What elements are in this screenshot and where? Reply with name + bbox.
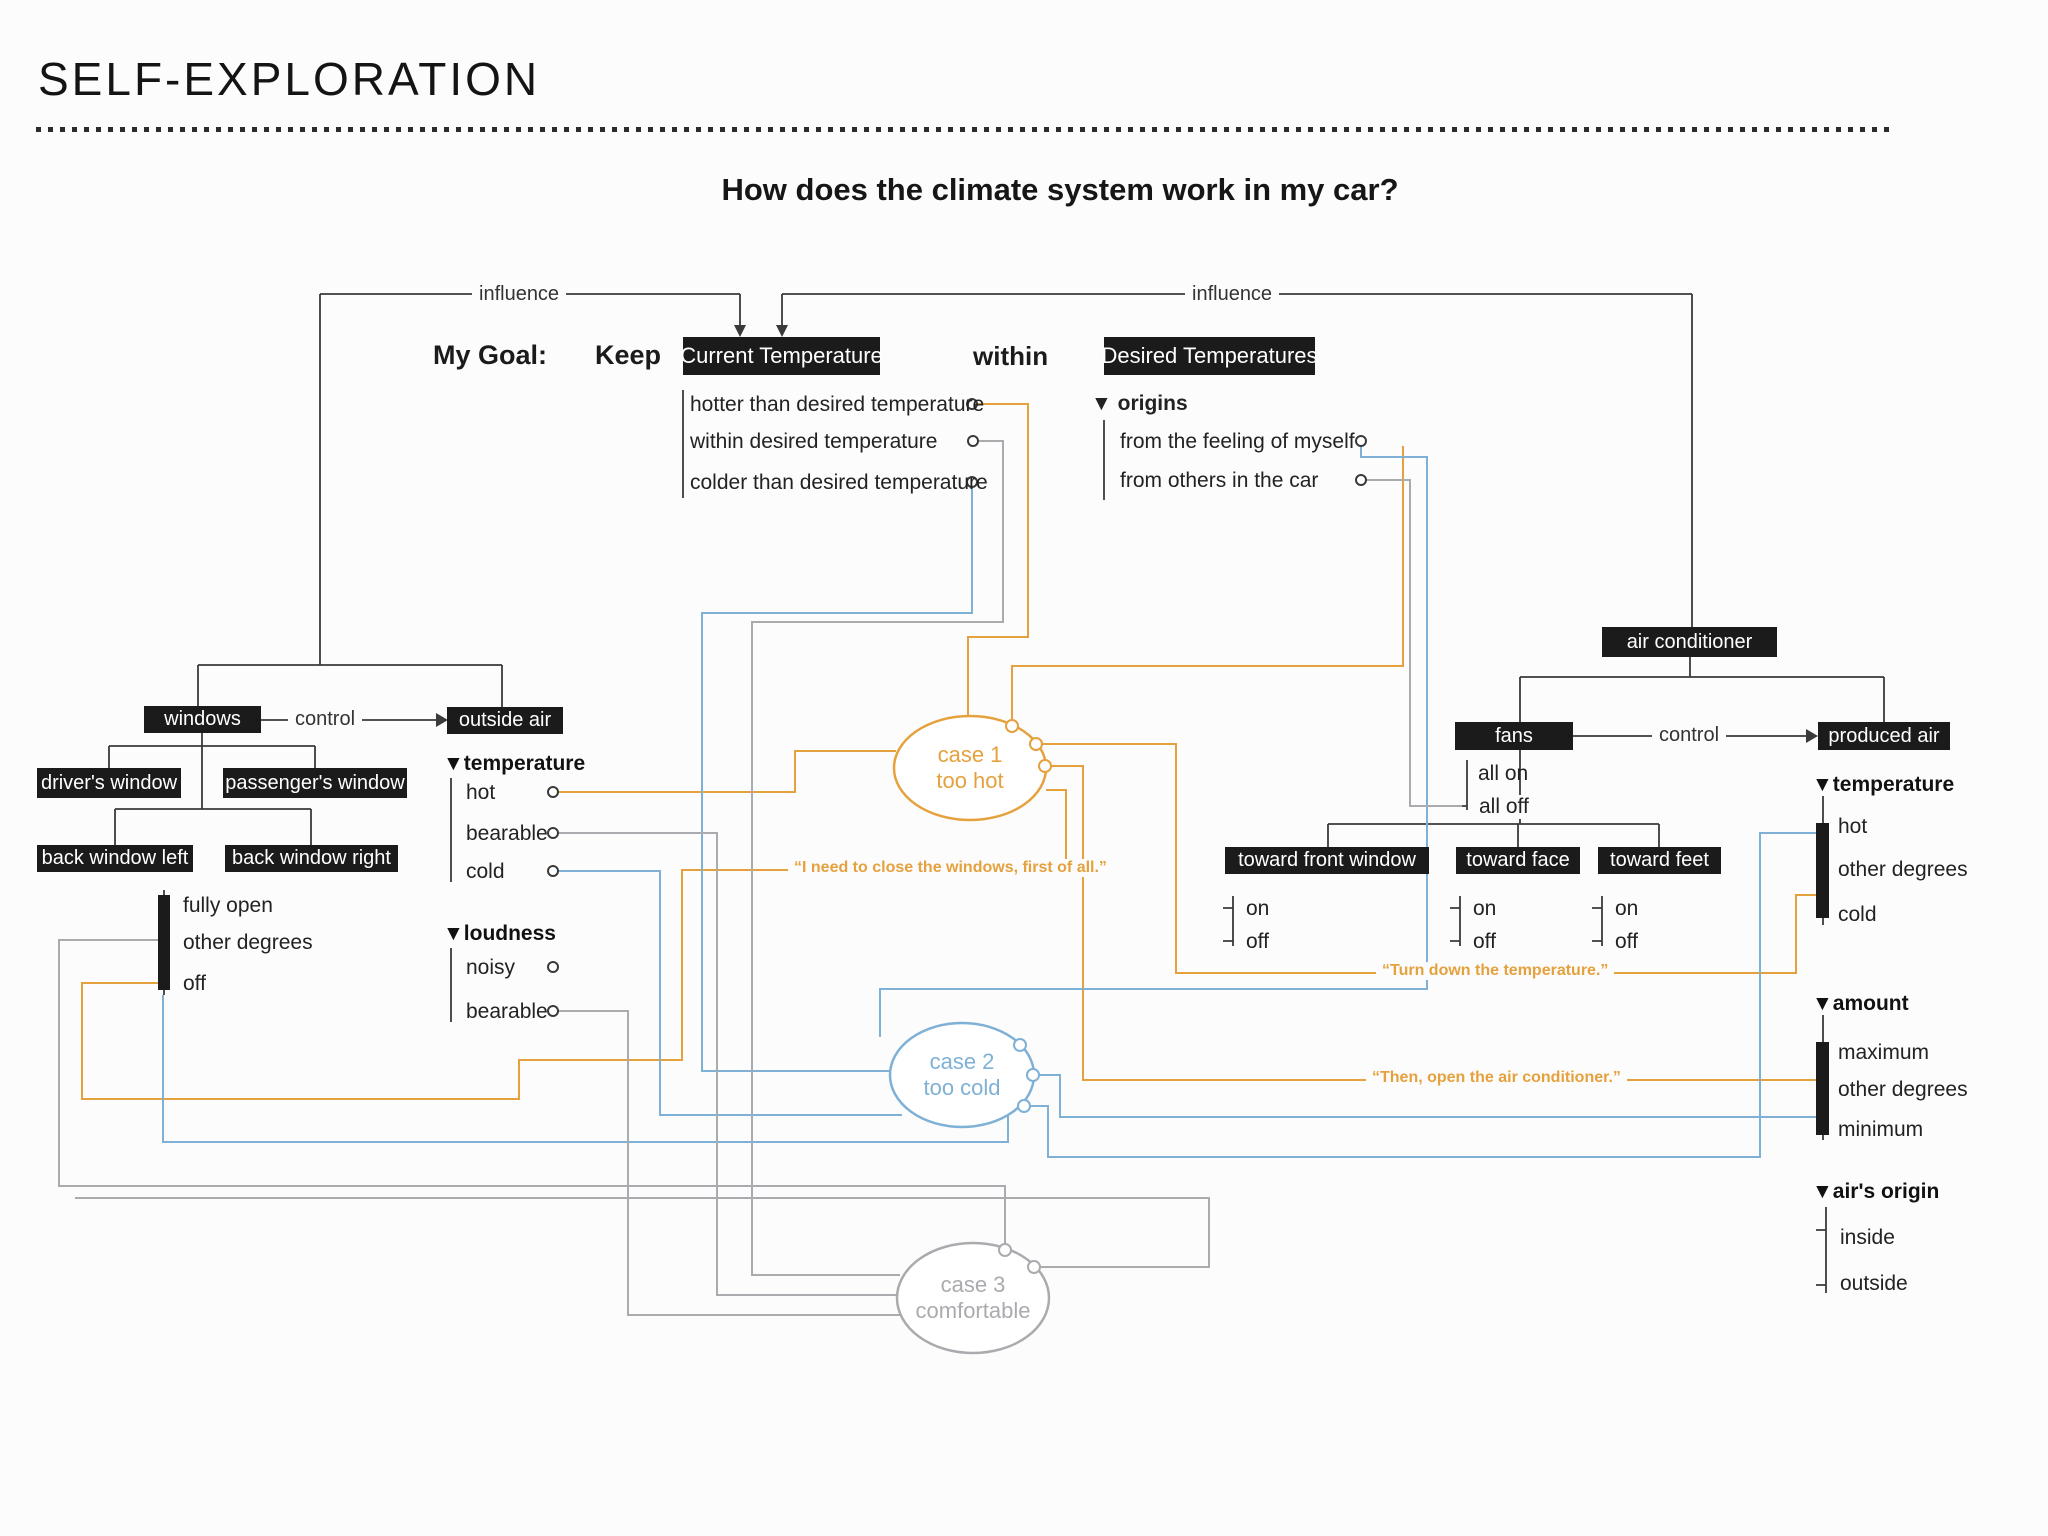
influence-label-right: influence (1185, 283, 1280, 306)
node-produced-air: produced air (1818, 722, 1950, 750)
node-toward-face: toward face (1456, 847, 1580, 874)
fans-all-on: all on (1478, 762, 1529, 785)
produced-amount-max: maximum (1838, 1041, 1930, 1064)
produced-temp-header: ▼temperature (1812, 773, 1955, 796)
case2-sub: too cold (923, 1075, 1001, 1100)
produced-amount-other: other degrees (1838, 1078, 1968, 1101)
node-toward-front-window: toward front window (1225, 847, 1429, 874)
outside-temp-hot: hot (466, 781, 496, 804)
port-dots (547, 398, 1367, 1274)
window-state-off: off (183, 972, 206, 995)
arrow-down-icon (776, 325, 788, 337)
node-fans: fans (1455, 722, 1573, 750)
quote-open-ac: “Then, open the air conditioner.” (1366, 1069, 1627, 1087)
goal-prefix: My Goal: (433, 340, 548, 370)
case3-title: case 3 (940, 1272, 1006, 1297)
arrow-right-icon (436, 713, 448, 727)
origin-others: from others in the car (1120, 469, 1319, 492)
control-label-windows: control (288, 708, 363, 731)
dotted-divider (36, 127, 1890, 132)
node-current-temperature: Current Temperature (680, 337, 883, 375)
current-state-colder: colder than desired temperature (690, 471, 988, 494)
produced-amount-bar (1816, 1042, 1829, 1135)
face-on: on (1473, 897, 1497, 920)
node-back-window-right: back window right (225, 845, 398, 872)
case2-label: case 2 too cold (923, 1049, 1000, 1101)
case3-ellipse (895, 1241, 1051, 1355)
case1-title: case 1 (937, 742, 1003, 767)
outside-temp-bearable: bearable (466, 822, 548, 845)
influence-label-left: influence (472, 283, 567, 306)
outside-temp-cold: cold (466, 860, 505, 883)
outside-loud-noisy: noisy (466, 956, 516, 979)
produced-origin-header: ▼air's origin (1812, 1180, 1940, 1203)
front-window-off: off (1246, 930, 1269, 953)
produced-origin-inside: inside (1840, 1226, 1895, 1249)
window-state-other-degrees: other degrees (183, 931, 313, 954)
outside-loud-header: ▼loudness (443, 922, 556, 945)
page-title: SELF-EXPLORATION (38, 53, 541, 105)
quote-turn-down: “Turn down the temperature.” (1376, 962, 1615, 980)
face-off: off (1473, 930, 1496, 953)
control-label-fans: control (1652, 724, 1727, 747)
produced-amount-header: ▼amount (1812, 992, 1909, 1015)
case3-lines (58, 440, 1462, 1316)
outside-loud-bearable: bearable (466, 1000, 548, 1023)
produced-amount-min: minimum (1838, 1118, 1924, 1141)
arrow-right-icon (1806, 729, 1818, 743)
diagram-question: How does the climate system work in my c… (721, 172, 1399, 207)
current-state-within: within desired temperature (690, 430, 938, 453)
produced-temp-hot: hot (1838, 815, 1868, 838)
node-windows: windows (144, 706, 261, 733)
goal-within: within (973, 341, 1049, 371)
case3-label: case 3 comfortable (916, 1272, 1031, 1324)
node-passengers-window: passenger's window (223, 768, 407, 798)
outside-temp-header: ▼temperature (443, 752, 586, 775)
current-state-hotter: hotter than desired temperature (690, 393, 985, 416)
node-toward-feet: toward feet (1598, 847, 1721, 874)
case3-sub: comfortable (915, 1298, 1031, 1323)
produced-origin-outside: outside (1840, 1272, 1908, 1295)
node-air-conditioner: air conditioner (1602, 627, 1777, 657)
node-back-window-left: back window left (37, 845, 193, 872)
case2-lines (162, 446, 1816, 1158)
produced-temp-other: other degrees (1838, 858, 1968, 881)
front-window-on: on (1246, 897, 1270, 920)
origins-header: ▼ origins (1091, 392, 1188, 415)
goal-keep: Keep (595, 340, 662, 370)
case2-title: case 2 (929, 1049, 995, 1074)
quote-close-windows: “I need to close the windows, first of a… (788, 859, 1113, 877)
produced-temp-cold: cold (1838, 903, 1877, 926)
window-state-bar (158, 895, 170, 990)
fans-all-off: all off (1472, 795, 1536, 819)
case1-label: case 1 too hot (936, 742, 1003, 794)
node-drivers-window: driver's window (37, 768, 181, 798)
feet-off: off (1615, 930, 1638, 953)
node-outside-air: outside air (447, 707, 563, 734)
origin-myself: from the feeling of myself (1120, 430, 1355, 453)
window-state-fully-open: fully open (183, 894, 273, 917)
case1-sub: too hot (936, 768, 1004, 793)
feet-on: on (1615, 897, 1639, 920)
arrow-down-icon (734, 325, 746, 337)
node-desired-temperatures: Desired Temperatures (1101, 337, 1318, 375)
produced-temp-bar (1816, 823, 1829, 918)
